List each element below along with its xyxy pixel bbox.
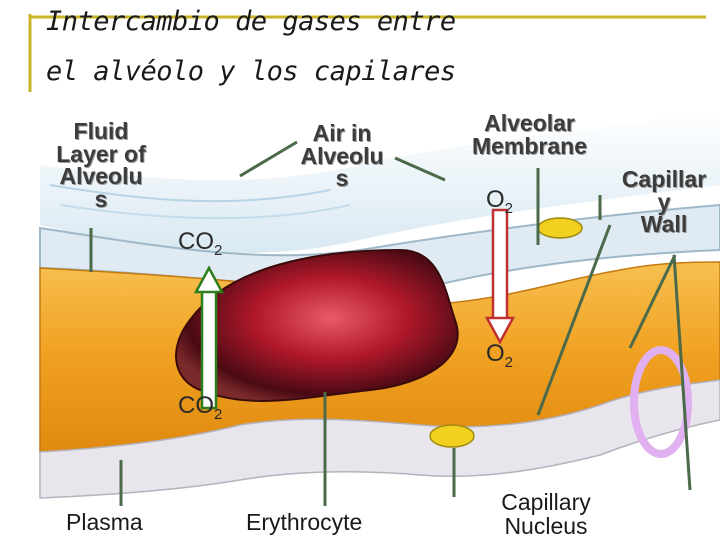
fluid-layer-label: Fluid Layer of Alveolu s <box>56 118 146 212</box>
endothelial-nucleus-upper <box>537 217 583 239</box>
lower-capillary-wall <box>39 379 720 499</box>
title-line-1: Intercambio de gases entre <box>46 6 456 37</box>
capillary-nucleus-label: Capillary Nucleus <box>501 489 591 540</box>
erythrocyte <box>175 248 459 402</box>
air-in-alveolus-label: Air in Alveolu s <box>300 120 384 192</box>
o2-label-top: O2 <box>486 186 514 217</box>
erythrocyte-label: Erythrocyte <box>246 509 363 535</box>
capillary-wall-ring <box>630 346 692 458</box>
co2-label-bottom: CO2 <box>178 392 223 423</box>
o2-label-bottom: O2 <box>486 340 514 371</box>
title-frame <box>28 14 706 92</box>
title-line-2: el alvéolo y los capilares <box>46 56 456 87</box>
leader-lines <box>89 140 692 506</box>
fluid-layer <box>40 110 720 253</box>
capillary-nucleus <box>429 424 475 448</box>
alveolar-membrane-label: Alveolar Membrane <box>471 110 588 159</box>
co2-arrow <box>193 265 225 410</box>
o2-arrow <box>484 208 516 345</box>
capillary-wall-label: Capillar y Wall <box>621 166 707 238</box>
plasma-label: Plasma <box>66 509 143 535</box>
co2-label-top: CO2 <box>178 228 223 259</box>
